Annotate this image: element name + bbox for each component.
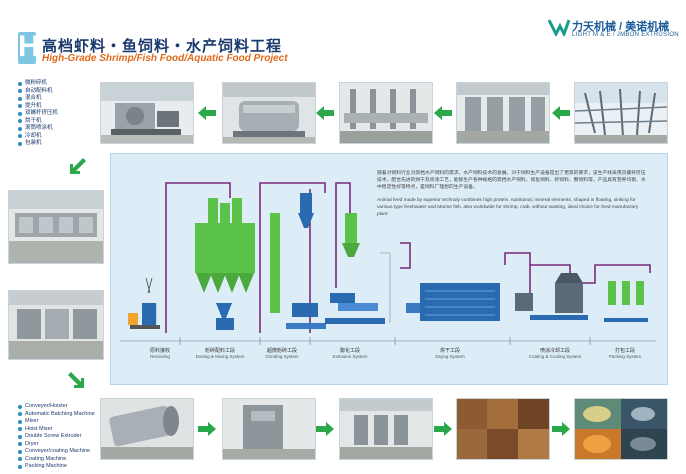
- diagram-description-en: Animal feed made by superior technoly co…: [377, 198, 639, 217]
- bullet-icon: [18, 96, 22, 101]
- brand-name: 力天机械 / 美诺机械: [572, 21, 670, 33]
- stage-label-en: Receiving: [150, 354, 170, 359]
- photo-fish: [574, 398, 668, 460]
- stage-label-en: Dosing & Mixing System: [195, 354, 245, 359]
- stage-label-en: Drying System: [435, 354, 465, 359]
- list-item: 冷却机: [18, 133, 58, 141]
- list-item: 双螺杆挤压机: [18, 110, 58, 118]
- bullet-icon: [18, 442, 22, 447]
- list-item: 烘干机: [18, 118, 58, 126]
- bullet-icon: [18, 464, 22, 469]
- stage-label: 喷涂冷却工段: [539, 348, 570, 354]
- photo-feed-pellets: [456, 398, 550, 460]
- stage-label: 原料接收: [149, 348, 170, 354]
- bullet-icon: [18, 111, 22, 116]
- photo-extruder-line: [339, 82, 433, 144]
- list-item: 滚筒喷涂机: [18, 125, 58, 133]
- bullet-icon: [18, 81, 22, 86]
- bullet-icon: [18, 134, 22, 139]
- process-flow-diagram: [120, 182, 656, 345]
- page-title: 高档虾料・鱼饲料・水产饲料工程: [42, 38, 283, 55]
- stage-label: 膨化工段: [339, 348, 360, 354]
- page-subtitle: High-Grade Shrimp/Fish Food/Aquatic Food…: [42, 53, 288, 64]
- brand-logo-icon: [548, 19, 570, 36]
- photo-drying-line: [8, 190, 104, 264]
- stage-label-en: Packing System: [608, 354, 642, 359]
- stage-label-en: Extrusion System: [332, 354, 368, 359]
- photo-extruder-row: [456, 82, 550, 144]
- photo-packing: [339, 398, 433, 460]
- bullet-icon: [18, 104, 22, 109]
- stage-label-en: Grinding System: [265, 354, 299, 359]
- bullet-icon: [18, 449, 22, 454]
- stage-label: 打包工段: [614, 348, 635, 354]
- list-item: Mixer: [18, 418, 95, 426]
- photo-steel-structure: [574, 82, 668, 144]
- list-item: 提升机: [18, 103, 58, 111]
- bullet-icon: [18, 457, 22, 462]
- photo-hammer-mill: [100, 82, 194, 144]
- list-item: Conveyer/coating Machine: [18, 448, 95, 456]
- arrow-left-icon: [434, 106, 452, 120]
- arrow-right-icon: [552, 422, 570, 436]
- arrow-right-icon: [316, 422, 334, 436]
- equipment-list-en: Conveyer/Hoister Automatic Batching Mach…: [18, 403, 95, 471]
- list-item: Dryer: [18, 441, 95, 449]
- bullet-icon: [18, 89, 22, 94]
- bullet-icon: [18, 412, 22, 417]
- arrow-right-icon: [198, 422, 216, 436]
- bullet-icon: [18, 141, 22, 146]
- list-item: Conveyer/Hoister: [18, 403, 95, 411]
- bullet-icon: [18, 427, 22, 432]
- arrow-down-right-icon: [68, 372, 84, 388]
- list-item: 自动配料机: [18, 88, 58, 96]
- photo-mixer: [222, 82, 316, 144]
- header-logo-letter: H: [18, 30, 40, 63]
- bullet-icon: [18, 419, 22, 424]
- header-logo-block: [18, 32, 36, 64]
- arrow-left-icon: [552, 106, 570, 120]
- photo-extruder-hall: [8, 290, 104, 360]
- stage-label: 烘干工段: [439, 348, 460, 354]
- brand-name-en: LIGHT M & E / JMBON EXTRUSION: [572, 32, 679, 38]
- list-item: Packing Machine: [18, 463, 95, 471]
- bullet-icon: [18, 434, 22, 439]
- list-item: 包装机: [18, 140, 58, 148]
- list-item: Hoist Mixer: [18, 426, 95, 434]
- stage-label-en: Coating & Cooling System: [528, 354, 582, 359]
- photo-coating-drum: [100, 398, 194, 460]
- list-item: Double Screw Extruder: [18, 433, 95, 441]
- stage-label: 超微粉碎工段: [266, 348, 297, 354]
- list-item: 混合机: [18, 95, 58, 103]
- arrow-down-left-icon: [70, 158, 86, 174]
- arrow-left-icon: [316, 106, 334, 120]
- equipment-list-cn: 微粉碎机 自动配料机 混合机 提升机 双螺杆挤压机 烘干机 滚筒喷涂机 冷却机 …: [18, 80, 58, 148]
- photo-cooler: [222, 398, 316, 460]
- list-item: Automatic Batching Machine: [18, 411, 95, 419]
- bullet-icon: [18, 126, 22, 131]
- stage-label: 粉碎配料工段: [204, 348, 235, 354]
- bullet-icon: [18, 119, 22, 124]
- list-item: Coating Machine: [18, 456, 95, 464]
- bullet-icon: [18, 404, 22, 409]
- arrow-right-icon: [434, 422, 452, 436]
- diagram-description-cn: 随着对饲料行业对高档水产饲料的需求，水产饲料技术的发展，对于饲料生产设备提出了更…: [377, 171, 646, 190]
- list-item: 微粉碎机: [18, 80, 58, 88]
- arrow-left-icon: [198, 106, 216, 120]
